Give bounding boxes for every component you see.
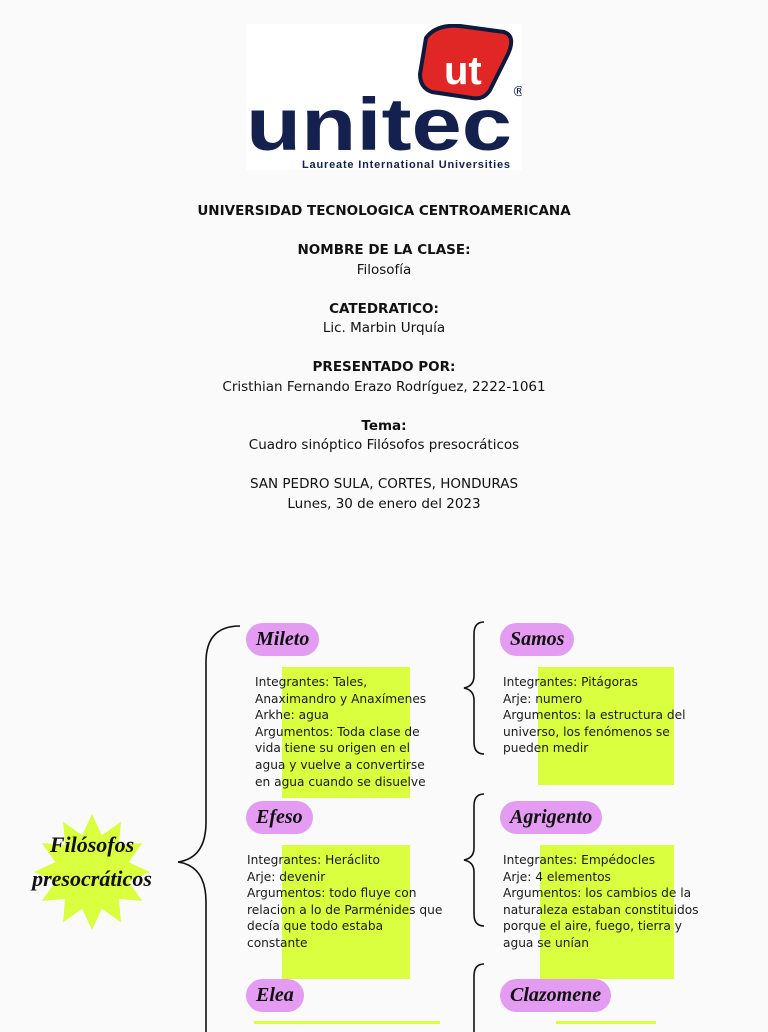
brace-samos (463, 621, 485, 755)
logo-badge (417, 24, 514, 101)
sticky-note-samos (538, 667, 674, 785)
sticky-note-clazomene (556, 1021, 656, 1024)
diagram-title-line-2: presocráticos (32, 866, 152, 891)
brace-agrigento (463, 793, 485, 927)
topic-label: Tema: (361, 417, 407, 434)
logo-tagline: Laureate International Universities (302, 159, 510, 170)
school-mileto-details: Integrantes: Tales, Anaximandro y Anaxím… (255, 675, 427, 789)
logo-badge-text: ut (444, 49, 482, 93)
school-agrigento-title: Agrigento (500, 801, 603, 834)
teacher-value: Lic. Marbin Urquía (322, 320, 446, 336)
school-efeso-details: Integrantes: Heráclito Arje: devenir Arg… (247, 853, 443, 950)
school-samos-title: Samos (500, 623, 575, 656)
unitec-logo: ut ® unitec Laureate International Unive… (246, 24, 522, 170)
school-mileto-title: Mileto (246, 623, 320, 656)
sticky-note-agrigento (540, 845, 674, 979)
school-samos-details: Integrantes: Pitágoras Arje: numero Argu… (503, 675, 686, 756)
main-brace-path (177, 625, 241, 1032)
diagram-title-line-1: Filósofos (49, 832, 135, 857)
school-agrigento-details: Integrantes: Empédocles Arje: 4 elemento… (503, 853, 699, 950)
logo-registered: ® (512, 84, 522, 100)
sticky-note-efeso (282, 845, 410, 979)
presenter-value: Cristhian Fernando Erazo Rodríguez, 2222… (222, 378, 546, 395)
school-clazomene-title: Clazomene (500, 979, 612, 1012)
place: SAN PEDRO SULA, CORTES, HONDURAS (249, 476, 519, 492)
brace-clazomene (473, 963, 485, 1032)
logo-wordmark: unitec (246, 83, 512, 166)
class-label: NOMBRE DE LA CLASE: (297, 242, 471, 258)
cover-info: UNIVERSIDAD TECNOLOGICA CENTROAMERICANA … (0, 202, 768, 514)
title-star-shape (34, 814, 150, 930)
main-brace (177, 625, 241, 1032)
teacher-label: CATEDRATICO: (329, 300, 439, 317)
topic-value: Cuadro sinóptico Filósofos presocráticos (248, 437, 520, 453)
sticky-note-mileto (282, 667, 410, 798)
school-elea-title: Elea (246, 979, 304, 1012)
school-efeso-title: Efeso (246, 801, 313, 834)
title-star (34, 814, 150, 930)
university-name: UNIVERSIDAD TECNOLOGICA CENTROAMERICANA (197, 203, 571, 219)
logo-graphic: ut ® unitec Laureate International Unive… (246, 24, 522, 170)
presenter-label: PRESENTADO POR: (312, 359, 456, 375)
sticky-note-elea (254, 1021, 440, 1024)
class-value: Filosofía (356, 261, 412, 278)
date: Lunes, 30 de enero del 2023 (287, 495, 481, 512)
diagram-title: Filósofos presocráticos (0, 828, 184, 896)
